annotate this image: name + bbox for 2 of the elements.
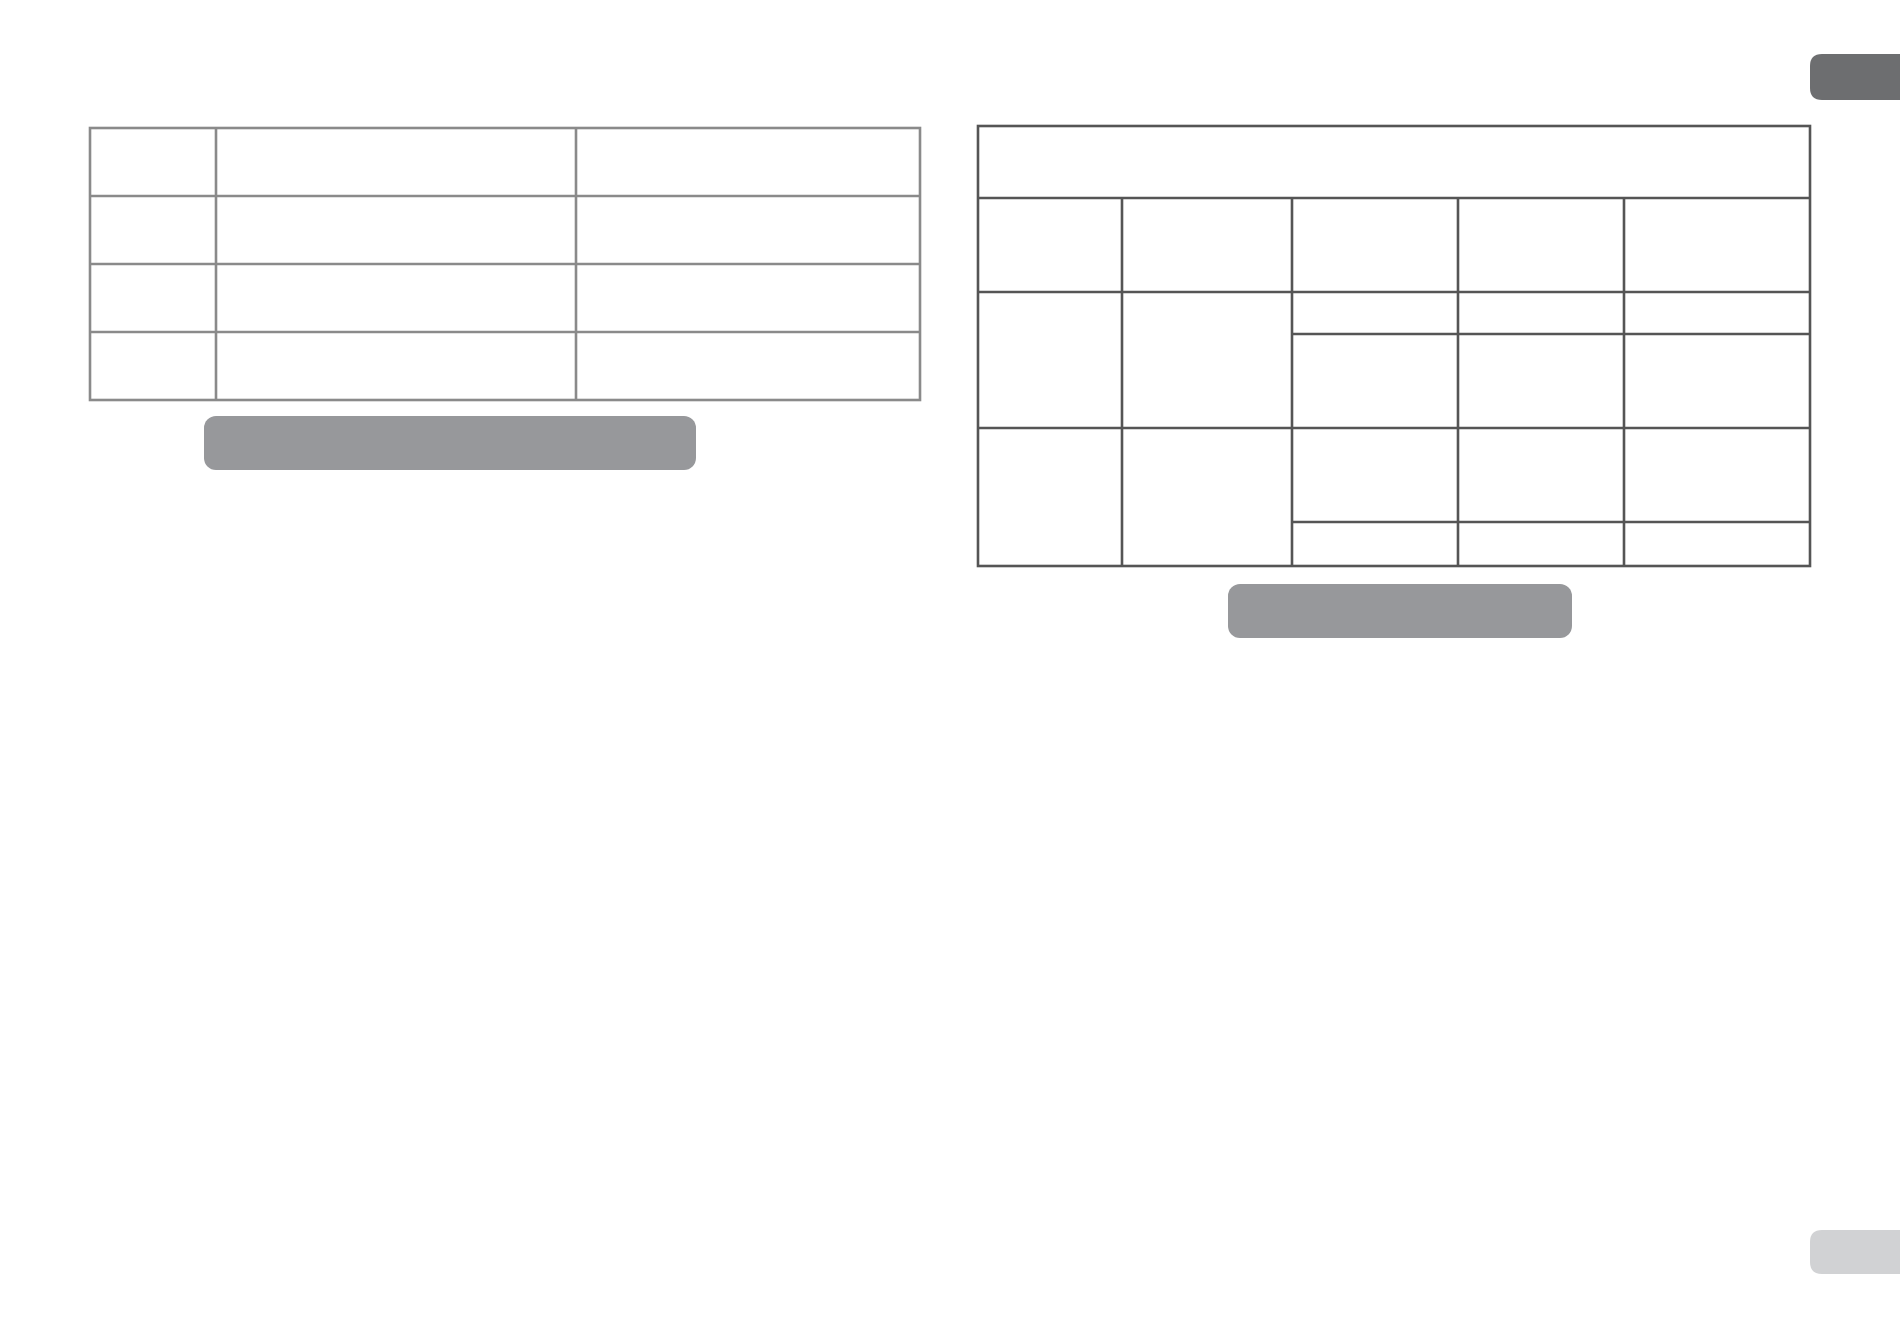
banner-bar [1228,584,1572,638]
banner-bar [204,416,696,470]
